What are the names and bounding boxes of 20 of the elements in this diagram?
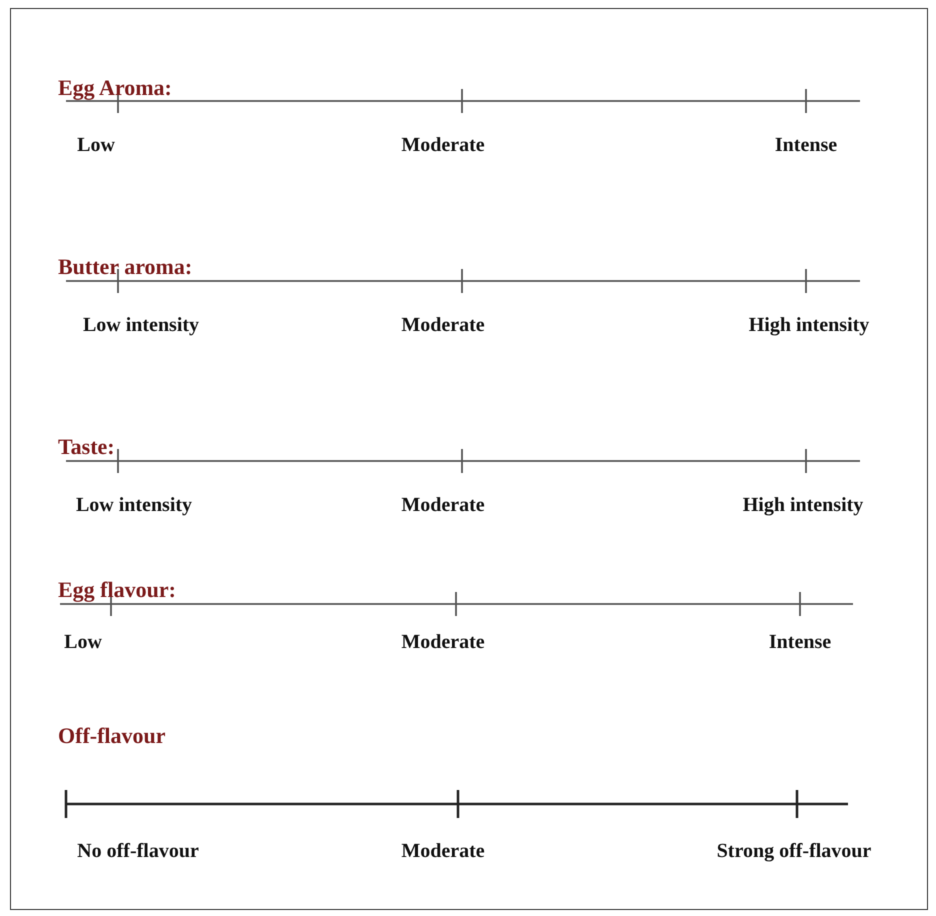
scale-label: Moderate (401, 630, 485, 654)
scale-label: Moderate (401, 133, 485, 157)
scale-label: High intensity (742, 493, 864, 517)
scale-label: Intense (774, 133, 838, 157)
scale-label: Moderate (401, 313, 485, 337)
scale-label: High intensity (748, 313, 870, 337)
scale-heading: Butter aroma: (58, 254, 192, 280)
scale-label: Intense (768, 630, 832, 654)
scale-label: Low (64, 630, 102, 654)
scale-heading: Off-flavour (58, 723, 166, 749)
scale-label: Low (77, 133, 115, 157)
scale-label: Moderate (401, 839, 485, 863)
scale-heading: Egg Aroma: (58, 75, 172, 101)
scale-heading: Taste: (58, 434, 115, 460)
scale-heading: Egg flavour: (58, 577, 176, 603)
scale-label: Low intensity (76, 493, 192, 517)
scale-label: Moderate (401, 493, 485, 517)
scale-label: No off-flavour (77, 839, 199, 863)
scale-label: Low intensity (82, 313, 200, 337)
scale-label: Strong off-flavour (716, 839, 872, 863)
